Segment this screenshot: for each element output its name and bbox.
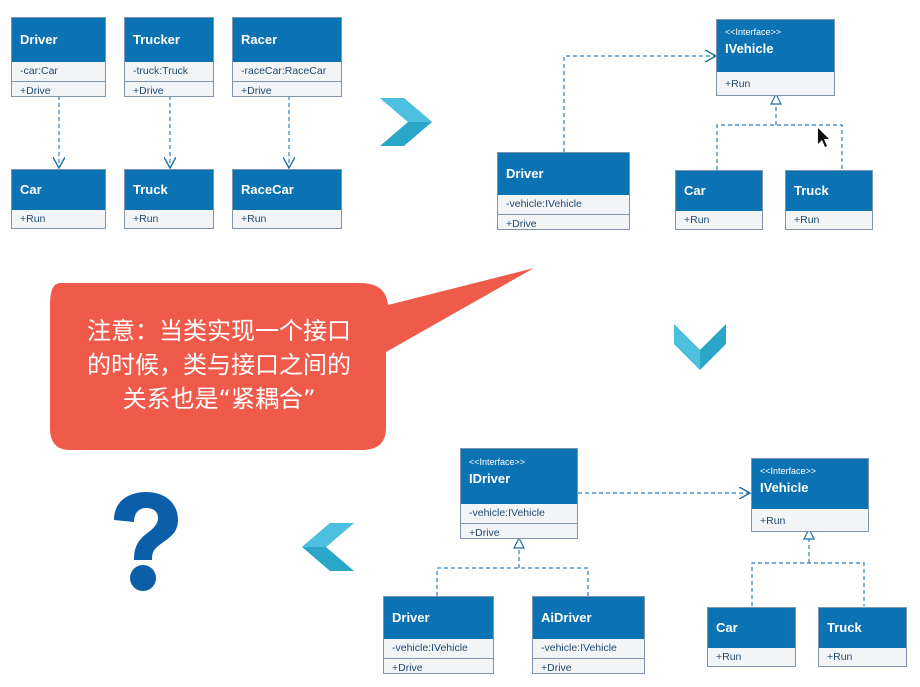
dep-driver-ivehicle — [563, 56, 716, 152]
class-title: Trucker — [125, 18, 213, 62]
class-operation: +Run — [760, 515, 786, 527]
class-title: Car — [676, 171, 762, 211]
class-operation: +Drive — [20, 85, 51, 97]
class-driver[interactable]: Driver -car:Car +Drive — [11, 17, 106, 97]
class-title: RaceCar — [233, 170, 341, 210]
class-attribute: -vehicle:IVehicle — [533, 639, 644, 659]
class-racer[interactable]: Racer -raceCar:RaceCar +Drive — [232, 17, 342, 97]
interface-header: <<Interface>> IVehicle — [717, 20, 834, 72]
class-attribute: -raceCar:RaceCar — [233, 62, 341, 82]
chevron-right-icon — [380, 98, 432, 146]
callout-line: 的时候，类与接口之间的 — [87, 351, 351, 379]
realization-triangle — [803, 527, 815, 540]
class-car[interactable]: Car +Run — [675, 170, 763, 230]
class-operation: +Run — [684, 214, 710, 226]
class-operation: +Drive — [541, 662, 572, 674]
class-operation: +Run — [725, 78, 751, 90]
chevron-down-icon — [674, 324, 726, 370]
class-operation: +Run — [241, 213, 267, 225]
class-title: AiDriver — [533, 597, 644, 639]
realize-bus-3b — [751, 562, 865, 606]
realization-triangle — [770, 92, 782, 105]
stereotype-label: <<Interface>> — [760, 466, 817, 476]
class-truck[interactable]: Truck +Run — [785, 170, 873, 230]
class-attribute: -car:Car — [12, 62, 105, 82]
callout-text: 注意：当类实现一个接口 的时候，类与接口之间的 关系也是“紧耦合” — [54, 314, 384, 416]
callout-line: 关系也是“紧耦合” — [122, 385, 316, 413]
class-racecar[interactable]: RaceCar +Run — [232, 169, 342, 229]
class-title: Truck — [786, 171, 872, 211]
class-title: Driver — [12, 18, 105, 62]
class-truck[interactable]: Truck +Run — [124, 169, 214, 229]
realize-bus-2 — [716, 124, 843, 170]
interface-header: <<Interface>> IVehicle — [752, 459, 868, 509]
class-title: Driver — [498, 153, 629, 195]
class-title: Truck — [819, 608, 906, 648]
class-operation: +Drive — [469, 527, 500, 539]
mouse-cursor-icon — [818, 128, 829, 147]
class-attribute: -vehicle:IVehicle — [384, 639, 493, 659]
class-title: Car — [708, 608, 795, 648]
class-attribute: -truck:Truck — [125, 62, 213, 82]
callout-line: 注意：当类实现一个接口 — [87, 317, 351, 345]
interface-ivehicle[interactable]: <<Interface>> IVehicle +Run — [716, 19, 835, 96]
class-title: IVehicle — [760, 480, 809, 495]
stereotype-label: <<Interface>> — [725, 27, 782, 37]
chevron-left-icon — [302, 523, 354, 571]
class-operation: +Drive — [392, 662, 423, 674]
class-aidriver[interactable]: AiDriver -vehicle:IVehicle +Drive — [532, 596, 645, 674]
class-operation: +Run — [827, 651, 853, 663]
stereotype-label: <<Interface>> — [469, 457, 526, 467]
class-attribute: -vehicle:IVehicle — [498, 195, 629, 215]
class-driver[interactable]: Driver -vehicle:IVehicle +Drive — [497, 152, 630, 230]
class-operation: +Run — [133, 213, 159, 225]
interface-ivehicle[interactable]: <<Interface>> IVehicle +Run — [751, 458, 869, 532]
class-title: IVehicle — [725, 41, 774, 56]
class-operation: +Run — [716, 651, 742, 663]
realization-triangle — [513, 536, 525, 549]
class-car[interactable]: Car +Run — [11, 169, 106, 229]
class-operation: +Run — [794, 214, 820, 226]
class-operation: +Drive — [506, 218, 537, 230]
class-title: IDriver — [469, 471, 511, 486]
class-title: Car — [12, 170, 105, 210]
class-operation: +Run — [20, 213, 46, 225]
realize-bus-3a — [436, 567, 589, 596]
class-car[interactable]: Car +Run — [707, 607, 796, 667]
class-attribute: -vehicle:IVehicle — [461, 504, 577, 524]
class-title: Racer — [233, 18, 341, 62]
class-title: Truck — [125, 170, 213, 210]
class-operation: +Drive — [241, 85, 272, 97]
question-mark-icon — [114, 492, 178, 591]
class-driver[interactable]: Driver -vehicle:IVehicle +Drive — [383, 596, 494, 674]
class-title: Driver — [384, 597, 493, 639]
class-trucker[interactable]: Trucker -truck:Truck +Drive — [124, 17, 214, 97]
class-operation: +Drive — [133, 85, 164, 97]
callout-bubble — [50, 268, 534, 450]
interface-idriver[interactable]: <<Interface>> IDriver -vehicle:IVehicle … — [460, 448, 578, 539]
class-truck[interactable]: Truck +Run — [818, 607, 907, 667]
interface-header: <<Interface>> IDriver — [461, 449, 577, 504]
